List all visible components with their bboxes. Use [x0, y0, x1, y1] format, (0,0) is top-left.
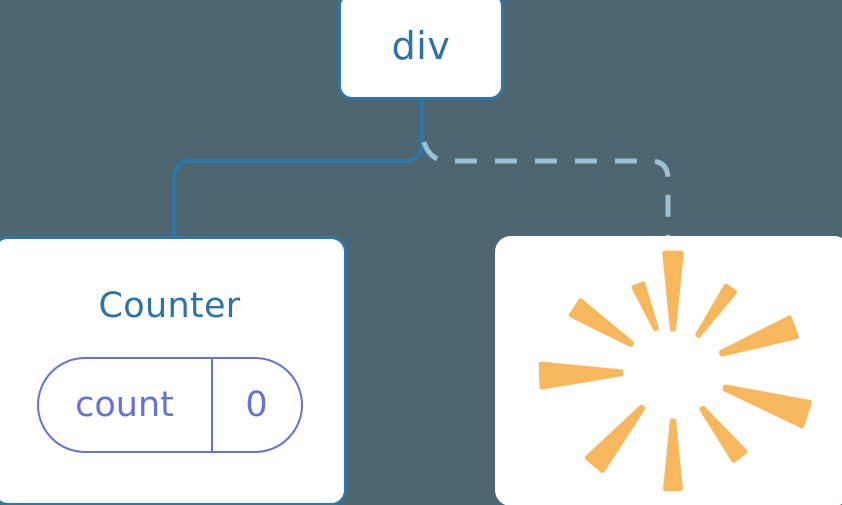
state-value: 0: [245, 384, 268, 425]
burst-ray-3: [721, 384, 812, 429]
connector-root-to-counter: [172, 98, 424, 242]
sparkle-burst-icon: [538, 250, 812, 492]
node-div[interactable]: div: [338, 0, 504, 100]
burst-ray-9: [631, 281, 659, 332]
node-counter-title: Counter: [98, 286, 241, 326]
state-pill[interactable]: count 0: [36, 357, 303, 453]
burst-ray-0: [661, 250, 684, 332]
burst-ray-4: [699, 405, 747, 463]
burst-ray-1: [694, 283, 737, 338]
burst-ray-8: [568, 298, 634, 347]
burst-ray-7: [538, 361, 624, 390]
burst-ray-5: [662, 418, 683, 492]
node-counter[interactable]: Counter count 0: [0, 236, 347, 505]
state-key: count: [39, 359, 213, 451]
burst-ray-2: [718, 315, 799, 357]
node-div-label: div: [391, 24, 451, 68]
burst-ray-6: [584, 404, 645, 473]
connector-root-to-sparkle: [421, 141, 671, 240]
node-sparkle[interactable]: [495, 236, 842, 505]
